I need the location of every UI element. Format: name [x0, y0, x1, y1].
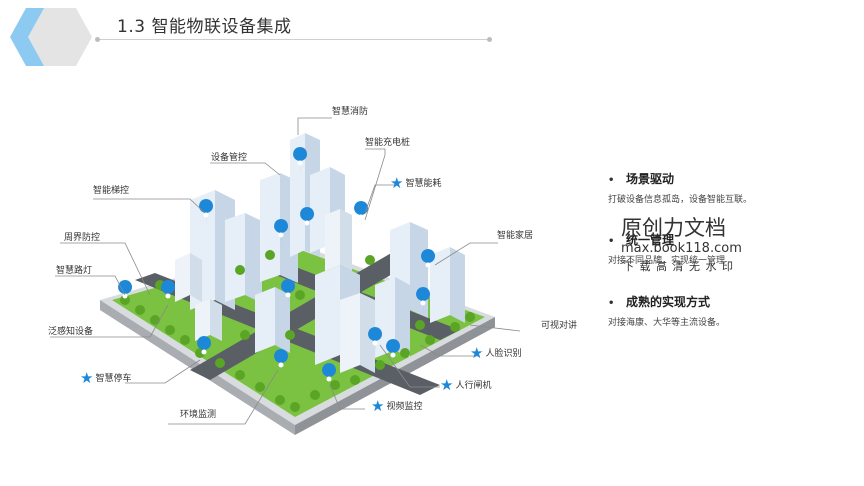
feature-title: 场景驱动: [626, 172, 675, 186]
feature-item: •统一管理 对接不同品牌，实现统一管理: [608, 233, 726, 266]
buildings: [175, 133, 465, 373]
star-icon: ★: [371, 397, 385, 415]
feature-item: •成熟的实现方式 对接海康、大华等主流设备。: [608, 295, 726, 328]
label-perimeter-defense: 周界防控: [64, 233, 101, 243]
label-face-recognition: ★人脸识别: [470, 344, 522, 362]
label-smart-street-light: 智慧路灯: [56, 266, 93, 276]
star-icon: ★: [470, 344, 484, 362]
label-ubiquitous-sensing: 泛感知设备: [48, 327, 94, 337]
title-divider: [97, 39, 490, 40]
label-smart-elevator: 智能梯控: [93, 186, 130, 196]
feature-desc: 对接不同品牌，实现统一管理: [608, 256, 726, 266]
watermark-title: 原创力文档: [621, 216, 726, 240]
divider-dot-right: [487, 37, 492, 42]
watermark-url: max.book118.com: [621, 241, 742, 256]
feature-desc: 对接海康、大华等主流设备。: [608, 318, 726, 328]
label-pedestrian-gate: ★人行闸机: [440, 376, 492, 394]
label-smart-fire-protection: 智慧消防: [332, 107, 369, 117]
feature-item: •场景驱动 打破设备信息孤岛，设备智能互联。: [608, 172, 753, 205]
label-smart-parking: ★智慧停车: [80, 369, 132, 387]
location-pins: [118, 147, 436, 392]
label-device-control: 设备管控: [211, 153, 248, 163]
label-video-intercom: 可视对讲: [541, 321, 578, 331]
label-video-surveillance: ★视频监控: [371, 397, 423, 415]
divider-dot-left: [95, 37, 100, 42]
smart-city-illustration: [50, 117, 520, 435]
star-icon: ★: [80, 369, 94, 387]
label-smart-charging-pile: 智能充电桩: [365, 138, 411, 148]
star-icon: ★: [440, 376, 454, 394]
page-title: 1.3 智能物联设备集成: [117, 17, 292, 37]
feature-title: 统一管理: [626, 233, 675, 247]
watermark-caption: 下 载 高 清 无 水 印: [623, 260, 734, 273]
hexagon-logo: [10, 8, 92, 66]
label-smart-home: 智能家居: [497, 231, 534, 241]
feature-desc: 打破设备信息孤岛，设备智能互联。: [608, 195, 753, 205]
star-icon: ★: [390, 174, 404, 192]
feature-title: 成熟的实现方式: [626, 295, 711, 309]
label-smart-energy: ★智慧能耗: [390, 174, 442, 192]
label-environment-monitoring: 环境监测: [180, 410, 217, 420]
label-leader-lines: [50, 117, 520, 425]
trees: [120, 250, 475, 412]
